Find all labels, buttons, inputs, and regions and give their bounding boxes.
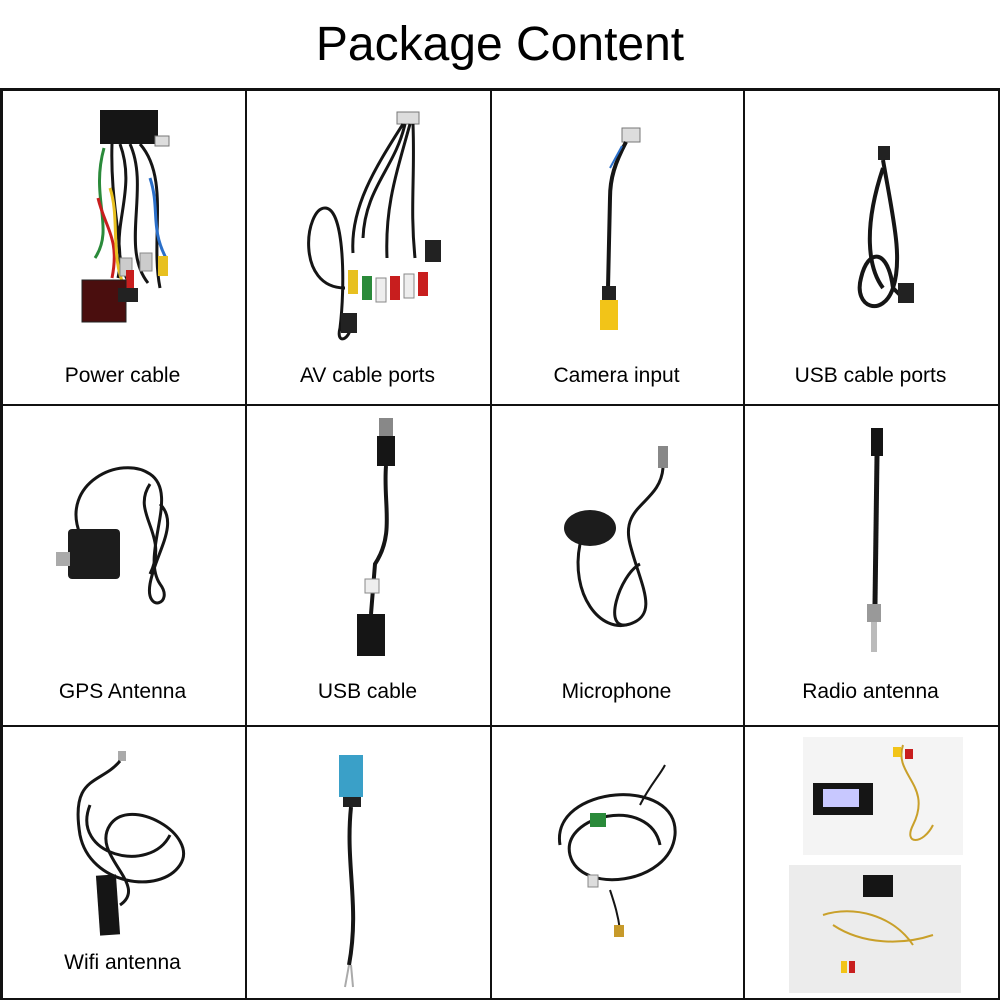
item-label: USB cable ports bbox=[794, 364, 947, 387]
av-cable-icon bbox=[307, 111, 441, 341]
item-label: Radio antenna bbox=[802, 680, 939, 703]
item-label: GPS Antenna bbox=[58, 680, 187, 703]
wifi-antenna-icon bbox=[76, 751, 185, 936]
fakra-cable-icon bbox=[558, 764, 677, 937]
usb-cable-ports-icon bbox=[857, 146, 914, 309]
item-adapter-box-manual bbox=[743, 725, 1000, 1000]
item-usb-cable: USB cable bbox=[245, 404, 492, 727]
item-av-cable-ports: AV cable ports bbox=[245, 88, 492, 406]
item-power-cable: Power cable bbox=[0, 88, 247, 406]
gps-antenna-icon bbox=[56, 466, 170, 605]
blue-connector-cable-icon bbox=[339, 755, 363, 988]
item-wifi-antenna: Wifi antenna bbox=[0, 725, 247, 1000]
item-microphone: Microphone bbox=[490, 404, 745, 727]
item-blue-connector-cable bbox=[245, 725, 492, 1000]
usb-cable-icon bbox=[357, 418, 395, 656]
item-label: Microphone bbox=[561, 680, 672, 703]
item-fakra-cable bbox=[490, 725, 745, 1000]
radio-antenna-icon bbox=[867, 428, 883, 652]
item-usb-cable-ports: USB cable ports bbox=[743, 88, 1000, 406]
item-label: USB cable bbox=[317, 680, 418, 703]
item-label: Wifi antenna bbox=[64, 951, 181, 974]
item-gps-antenna: GPS Antenna bbox=[0, 404, 247, 727]
item-label: Power cable bbox=[64, 364, 181, 387]
item-radio-antenna: Radio antenna bbox=[743, 404, 1000, 727]
item-label: AV cable ports bbox=[299, 364, 435, 387]
item-camera-input: Camera input bbox=[490, 88, 745, 406]
item-label: Camera input bbox=[553, 364, 680, 387]
microphone-icon bbox=[564, 446, 668, 627]
adapter-box-manual-icon bbox=[789, 737, 963, 993]
page-title: Package Content bbox=[315, 18, 685, 71]
power-cable-icon bbox=[81, 110, 170, 323]
camera-input-icon bbox=[600, 127, 641, 330]
